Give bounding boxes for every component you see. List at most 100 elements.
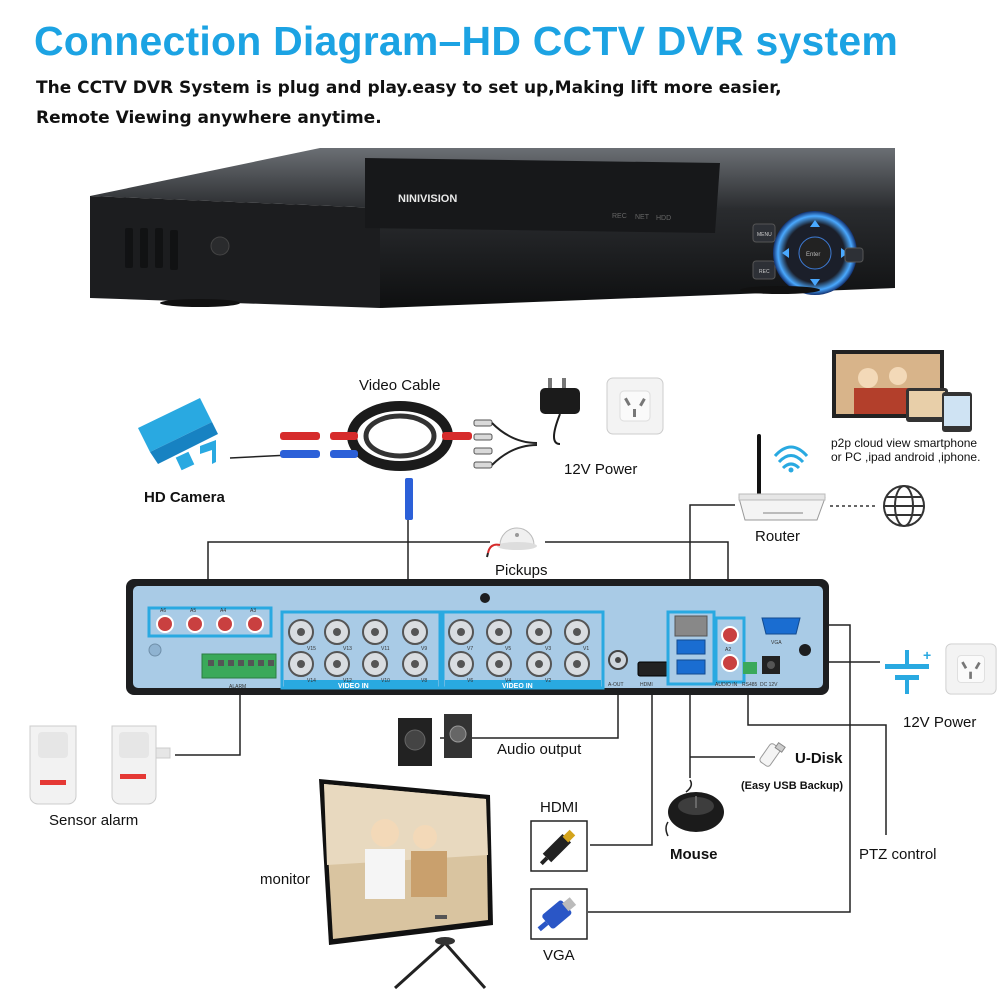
video-cable-assembly — [138, 378, 580, 520]
audio-in-port — [186, 615, 204, 633]
dvr-foot-left — [160, 299, 240, 307]
router-label: Router — [755, 528, 801, 545]
rca-red-plug-right — [442, 432, 472, 440]
cloud-view-label-line-2: or PC ,ipad android ,iphone. — [831, 450, 981, 464]
internet-globe-icon — [883, 485, 925, 527]
audio-in-port-label: A3 — [250, 608, 256, 614]
power-top-label: 12V Power — [564, 461, 638, 478]
bnc-port-label: V10 — [381, 678, 390, 684]
dvr-hdd-indicator: HDD — [656, 215, 671, 222]
intro-line-1: The CCTV DVR System is plug and play.eas… — [36, 78, 782, 98]
video-in-label-1: VIDEO IN — [338, 683, 369, 690]
vga-cable-icon — [530, 888, 588, 940]
coax-cable-coil-inner — [363, 413, 437, 459]
bnc-port-label: V15 — [307, 646, 316, 652]
sensor-alarm-label: Sensor alarm — [49, 812, 139, 829]
monitor-label: monitor — [260, 871, 311, 888]
sensor-alarm-icon — [29, 725, 171, 805]
cloud-devices-illustration — [832, 350, 972, 432]
mouse-label: Mouse — [670, 846, 718, 863]
power-splitter — [473, 419, 493, 469]
usb-port-2 — [676, 659, 706, 675]
hdmi-cable-icon — [530, 820, 588, 872]
speakers-icon — [398, 714, 472, 766]
svg-text:+: + — [923, 648, 931, 663]
bnc-blue-plug-down — [405, 478, 413, 520]
hdmi-port-label: HDMI — [640, 682, 653, 688]
hd-camera-label: HD Camera — [144, 489, 225, 506]
bnc-port-label: V6 — [467, 678, 473, 684]
power-socket-top — [606, 377, 664, 435]
dvr-rec-indicator: REC — [612, 213, 627, 220]
dvr-brand-logo: NINIVISION — [398, 193, 457, 205]
audio-out-port-label: A-OUT — [608, 682, 624, 688]
bnc-port-label: V12 — [343, 678, 352, 684]
hdmi-port — [637, 661, 669, 677]
video-in-label-2: VIDEO IN — [502, 683, 533, 690]
lan-port — [674, 615, 708, 637]
dvr-enter-button[interactable] — [798, 236, 832, 270]
dvr-rec-button-label: REC — [759, 269, 770, 275]
monitor-icon — [319, 779, 493, 990]
vga-label: VGA — [543, 947, 575, 964]
alarm-port-label: ALARM — [229, 684, 246, 690]
dvr-display-window — [365, 158, 720, 233]
audio-in-group-highlight — [147, 606, 273, 638]
intro-line-2: Remote Viewing anywhere anytime. — [36, 108, 382, 128]
audio-in-port-label: A5 — [190, 608, 196, 614]
bnc-port-label: V11 — [381, 646, 390, 652]
mouse-icon — [665, 779, 724, 837]
audio-in-port — [156, 615, 174, 633]
audio-in-port — [246, 615, 264, 633]
power-socket-right — [945, 643, 997, 695]
bnc-port-label: V8 — [421, 678, 427, 684]
rca-red-plug-mid — [330, 432, 358, 440]
bnc-port-label: V2 — [545, 678, 551, 684]
audio-in-port-label: A6 — [160, 608, 166, 614]
hdmi-line — [590, 690, 653, 846]
pickup-microphone-icon — [486, 527, 537, 558]
router-icon — [738, 434, 826, 521]
dvr-enter-label: Enter — [806, 252, 820, 258]
bnc-port-label: V14 — [307, 678, 316, 684]
dvr-side-screw — [210, 236, 230, 256]
bnc-port-label: V7 — [467, 646, 473, 652]
rs485-port-label: RS485 — [742, 682, 758, 688]
router-line — [689, 504, 735, 612]
audio-in-label: AUDIO IN — [715, 682, 738, 688]
bnc-port-label: V3 — [545, 646, 551, 652]
hd-camera-icon — [138, 398, 218, 471]
bnc-port-label: V1 — [583, 646, 589, 652]
power-adapter-icon — [540, 378, 580, 445]
dvr-side-button[interactable] — [844, 247, 864, 263]
dvr-vents — [125, 228, 178, 270]
bnc-blue-plug-mid — [330, 450, 358, 458]
bnc-port-label: V4 — [505, 678, 511, 684]
usb-port-1 — [676, 639, 706, 655]
dvr-net-indicator: NET — [635, 214, 650, 221]
dvr-menu-button[interactable] — [752, 223, 776, 243]
rca-red-plug-left — [280, 432, 320, 440]
dvr-menu-button-label: MENU — [757, 232, 772, 238]
dvr-side — [90, 196, 380, 308]
ptz-control-label: PTZ control — [859, 846, 937, 863]
video-cable-label: Video Cable — [359, 377, 441, 394]
audio-in-a1-port — [721, 654, 739, 672]
ptz-line — [747, 690, 887, 835]
audio-in-port-label: A4 — [220, 608, 226, 614]
bnc-port-label: V13 — [343, 646, 352, 652]
usb-disk-icon — [759, 742, 786, 767]
audio-in-a2-label: A2 — [725, 647, 731, 653]
audio-in-port — [216, 615, 234, 633]
dvr-rec-button[interactable] — [752, 260, 776, 280]
power-right-label: 12V Power — [903, 714, 977, 731]
dvr-foot-right — [740, 286, 820, 294]
vga-port-label: VGA — [771, 640, 782, 646]
bnc-port-label: V5 — [505, 646, 511, 652]
diagram-title: Connection Diagram–HD CCTV DVR system — [34, 18, 899, 64]
udisk-note: (Easy USB Backup) — [741, 780, 844, 792]
pickups-label: Pickups — [495, 562, 548, 579]
udisk-label: U-Disk — [795, 750, 843, 767]
audio-output-label: Audio output — [497, 741, 582, 758]
